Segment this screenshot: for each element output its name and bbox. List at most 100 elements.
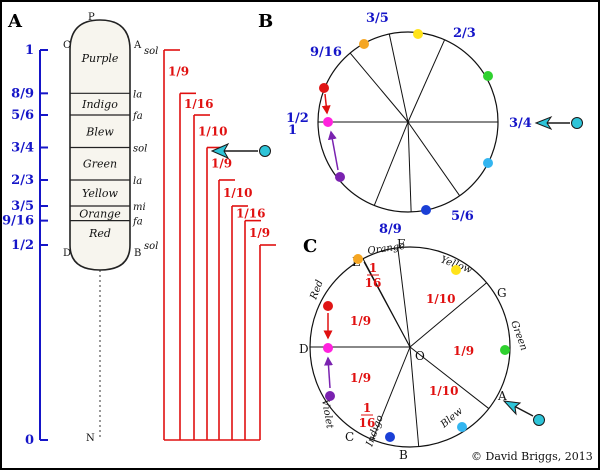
spectrum-color-name: Yellow — [82, 187, 118, 200]
spectrum-color-name: Green — [83, 158, 117, 171]
engraving-letter-a: A — [133, 40, 142, 51]
wheel-b-dot-orange — [359, 39, 369, 49]
interval-label: 1/10 — [223, 186, 252, 200]
blue-scale-label: 9/16 — [2, 214, 34, 229]
wheel-b-radius — [388, 33, 409, 123]
interval-label: 1/9 — [211, 157, 232, 171]
wheel-c-radius — [409, 346, 420, 447]
interval-label: 1/10 — [198, 124, 227, 138]
wheel-b-label: 5/6 — [451, 209, 474, 224]
wheel-c-dot — [500, 345, 510, 355]
spectrum-color-name: Purple — [81, 52, 119, 65]
wheel-b-dot-blue — [483, 158, 493, 168]
wheel-c-dot — [323, 343, 333, 353]
solfege-label: fa — [132, 217, 143, 228]
blue-scale-label: 3/5 — [11, 199, 34, 214]
wheel-c-fraction: 1/9 — [453, 344, 474, 358]
interval-label: 1/9 — [249, 226, 270, 240]
blue-scale-label: 1 — [25, 43, 34, 58]
solfege-label: la — [133, 176, 142, 187]
wheel-c-radius — [363, 261, 411, 348]
panel-b-label: B — [258, 11, 273, 32]
wheel-c-radius — [372, 346, 411, 440]
wheel-c-color-name: Green — [508, 319, 529, 352]
blue-scale-label: 2/3 — [11, 173, 34, 188]
interval-label: 1/9 — [168, 65, 189, 79]
wheel-b-radius — [373, 121, 409, 206]
wheel-b-dot-indigo — [421, 205, 431, 215]
solfege-label: mi — [133, 202, 146, 213]
wheel-c-stacked-fraction: 116 — [359, 401, 376, 430]
wheel-b-dot-violet — [335, 172, 345, 182]
wheel-c-letter: D — [299, 342, 309, 356]
wheel-c-fraction: 1/10 — [429, 384, 458, 398]
wheel-c-fraction: 1/10 — [426, 292, 455, 306]
engraving-letter-n: N — [86, 433, 95, 444]
spectrum-color-name: Orange — [79, 207, 121, 220]
panel-c-label: C — [303, 236, 317, 257]
fraction-numerator: 1 — [363, 401, 371, 415]
wheel-c-radius — [409, 282, 487, 348]
wheel-b-red-arrow — [321, 93, 331, 115]
wheel-b-dot-yellow — [413, 29, 423, 39]
wheel-c-fraction: 1/9 — [350, 371, 371, 385]
spectrum-color-name: Red — [88, 227, 111, 240]
fraction-numerator: 1 — [369, 261, 377, 275]
solfege-label: sol — [144, 46, 158, 57]
wheel-c-letter: O — [415, 349, 425, 363]
solfege-label: fa — [132, 111, 143, 122]
cyan-arrow-b — [534, 115, 583, 131]
wheel-b-radius — [349, 52, 409, 123]
wheel-b-label: 3/4 — [509, 116, 532, 131]
wheel-c-color-name: Violet — [319, 399, 335, 431]
wheel-b-radius — [407, 39, 446, 123]
wheel-b-label: 1 — [288, 123, 297, 138]
spectrum-outline — [69, 19, 131, 271]
wheel-b-purple-arrow — [327, 130, 339, 171]
wheel-b-label: 8/9 — [379, 222, 402, 237]
wheel-c-purple-arrow — [324, 356, 333, 389]
wheel-b-dot-red — [319, 83, 329, 93]
wheel-c-radius — [397, 247, 411, 348]
blue-scale-label: 5/6 — [11, 108, 34, 123]
blue-scale-label: 8/9 — [11, 86, 34, 101]
wheel-c-letter: A — [497, 389, 507, 403]
blue-scale-labels: 1 8/9 5/6 3/4 2/3 3/59/16 1/2 0 — [2, 43, 34, 448]
panel-a-label: A — [7, 11, 23, 32]
wheel-b-label: 3/5 — [366, 11, 389, 26]
wheel-b-radius — [407, 121, 461, 197]
cyan-arrow-c — [502, 400, 545, 426]
wheel-b-dot-green — [483, 71, 493, 81]
fraction-denominator: 16 — [365, 276, 382, 290]
red-interval-brackets: 1/91/161/101/91/101/161/9 — [163, 49, 276, 441]
spectrum-color-name: Indigo — [81, 98, 118, 111]
blue-scale-label: 1/2 — [11, 238, 34, 253]
engraving-letter-d: D — [63, 248, 71, 259]
wheel-b-label: 2/3 — [453, 26, 476, 41]
blue-scale-label: 3/4 — [11, 141, 34, 156]
solfege-label: sol — [133, 144, 147, 155]
wheel-c-fraction: 1/9 — [350, 314, 371, 328]
copyright-text: © David Briggs, 2013 — [471, 450, 593, 463]
spectrum-bands — [70, 92, 130, 222]
cyan-arrow-a — [210, 142, 271, 160]
engraving-letter-b: B — [134, 248, 141, 259]
wheel-b-radius — [407, 121, 412, 212]
wheel-c-dot — [457, 422, 467, 432]
wheel-c-radius — [409, 346, 490, 409]
blue-scale-label: 0 — [25, 433, 34, 448]
engraving-letter-c: C — [63, 40, 71, 51]
wheel-c: FGABCDEOOrangeYellowGreenBlewIndigoViole… — [299, 237, 529, 462]
wheel-c-dot — [353, 254, 363, 264]
wheel-b-label: 9/16 — [310, 45, 342, 60]
engraving-letter-p: P — [88, 12, 95, 23]
wheel-b-label: 1/2 — [286, 111, 309, 126]
wheel-c-letter: G — [497, 286, 507, 300]
fraction-denominator: 16 — [359, 416, 376, 430]
blue-scale-ticks — [40, 49, 48, 441]
wheel-c-stacked-fraction: 116 — [365, 261, 382, 290]
